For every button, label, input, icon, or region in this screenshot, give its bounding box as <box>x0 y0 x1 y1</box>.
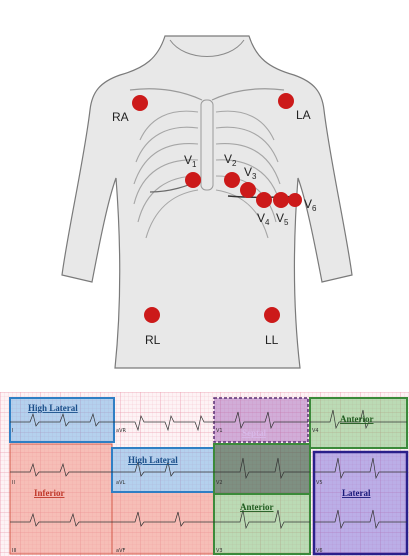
lead-label-v4: V4 <box>312 428 319 434</box>
label-anterior-2: Anterior <box>240 502 274 512</box>
region-inferior-2 <box>112 492 214 554</box>
label-high-lateral-1: High Lateral <box>28 403 78 413</box>
ecg-lead-territory-grid: I aVR V1 V4 II aVL V2 V5 III aVF V3 V6 H… <box>0 392 409 556</box>
svg-text:LA: LA <box>296 108 311 122</box>
label-inferior: Inferior <box>34 488 65 498</box>
region-septal-dark <box>214 444 310 494</box>
label-high-lateral-2: High Lateral <box>128 455 178 465</box>
lead-label-v3: V3 <box>216 548 223 554</box>
lead-label-avl: aVL <box>116 480 125 486</box>
lead-label-avr: aVR <box>116 428 126 434</box>
lead-label-iii: III <box>12 548 16 554</box>
lead-label-v2: V2 <box>216 480 223 486</box>
lead-label-v5: V5 <box>316 480 323 486</box>
lead-label-ii: II <box>12 480 15 486</box>
svg-text:RA: RA <box>112 110 129 124</box>
svg-text:LL: LL <box>265 333 279 347</box>
lead-label-v6: V6 <box>316 548 323 554</box>
region-inferior <box>10 444 112 554</box>
region-lateral <box>314 452 407 554</box>
lead-label-v1: V1 <box>216 428 223 434</box>
chest-electrode-diagram: RA LA V1 V2 V3 V4 V5 V6 RL LL <box>0 0 409 380</box>
label-septal: Septal <box>242 428 267 438</box>
label-lateral: Lateral <box>342 488 371 498</box>
lead-label-avf: aVF <box>116 548 125 554</box>
label-anterior-1: Anterior <box>340 414 374 424</box>
svg-text:RL: RL <box>145 333 161 347</box>
lead-label-i: I <box>12 428 13 434</box>
